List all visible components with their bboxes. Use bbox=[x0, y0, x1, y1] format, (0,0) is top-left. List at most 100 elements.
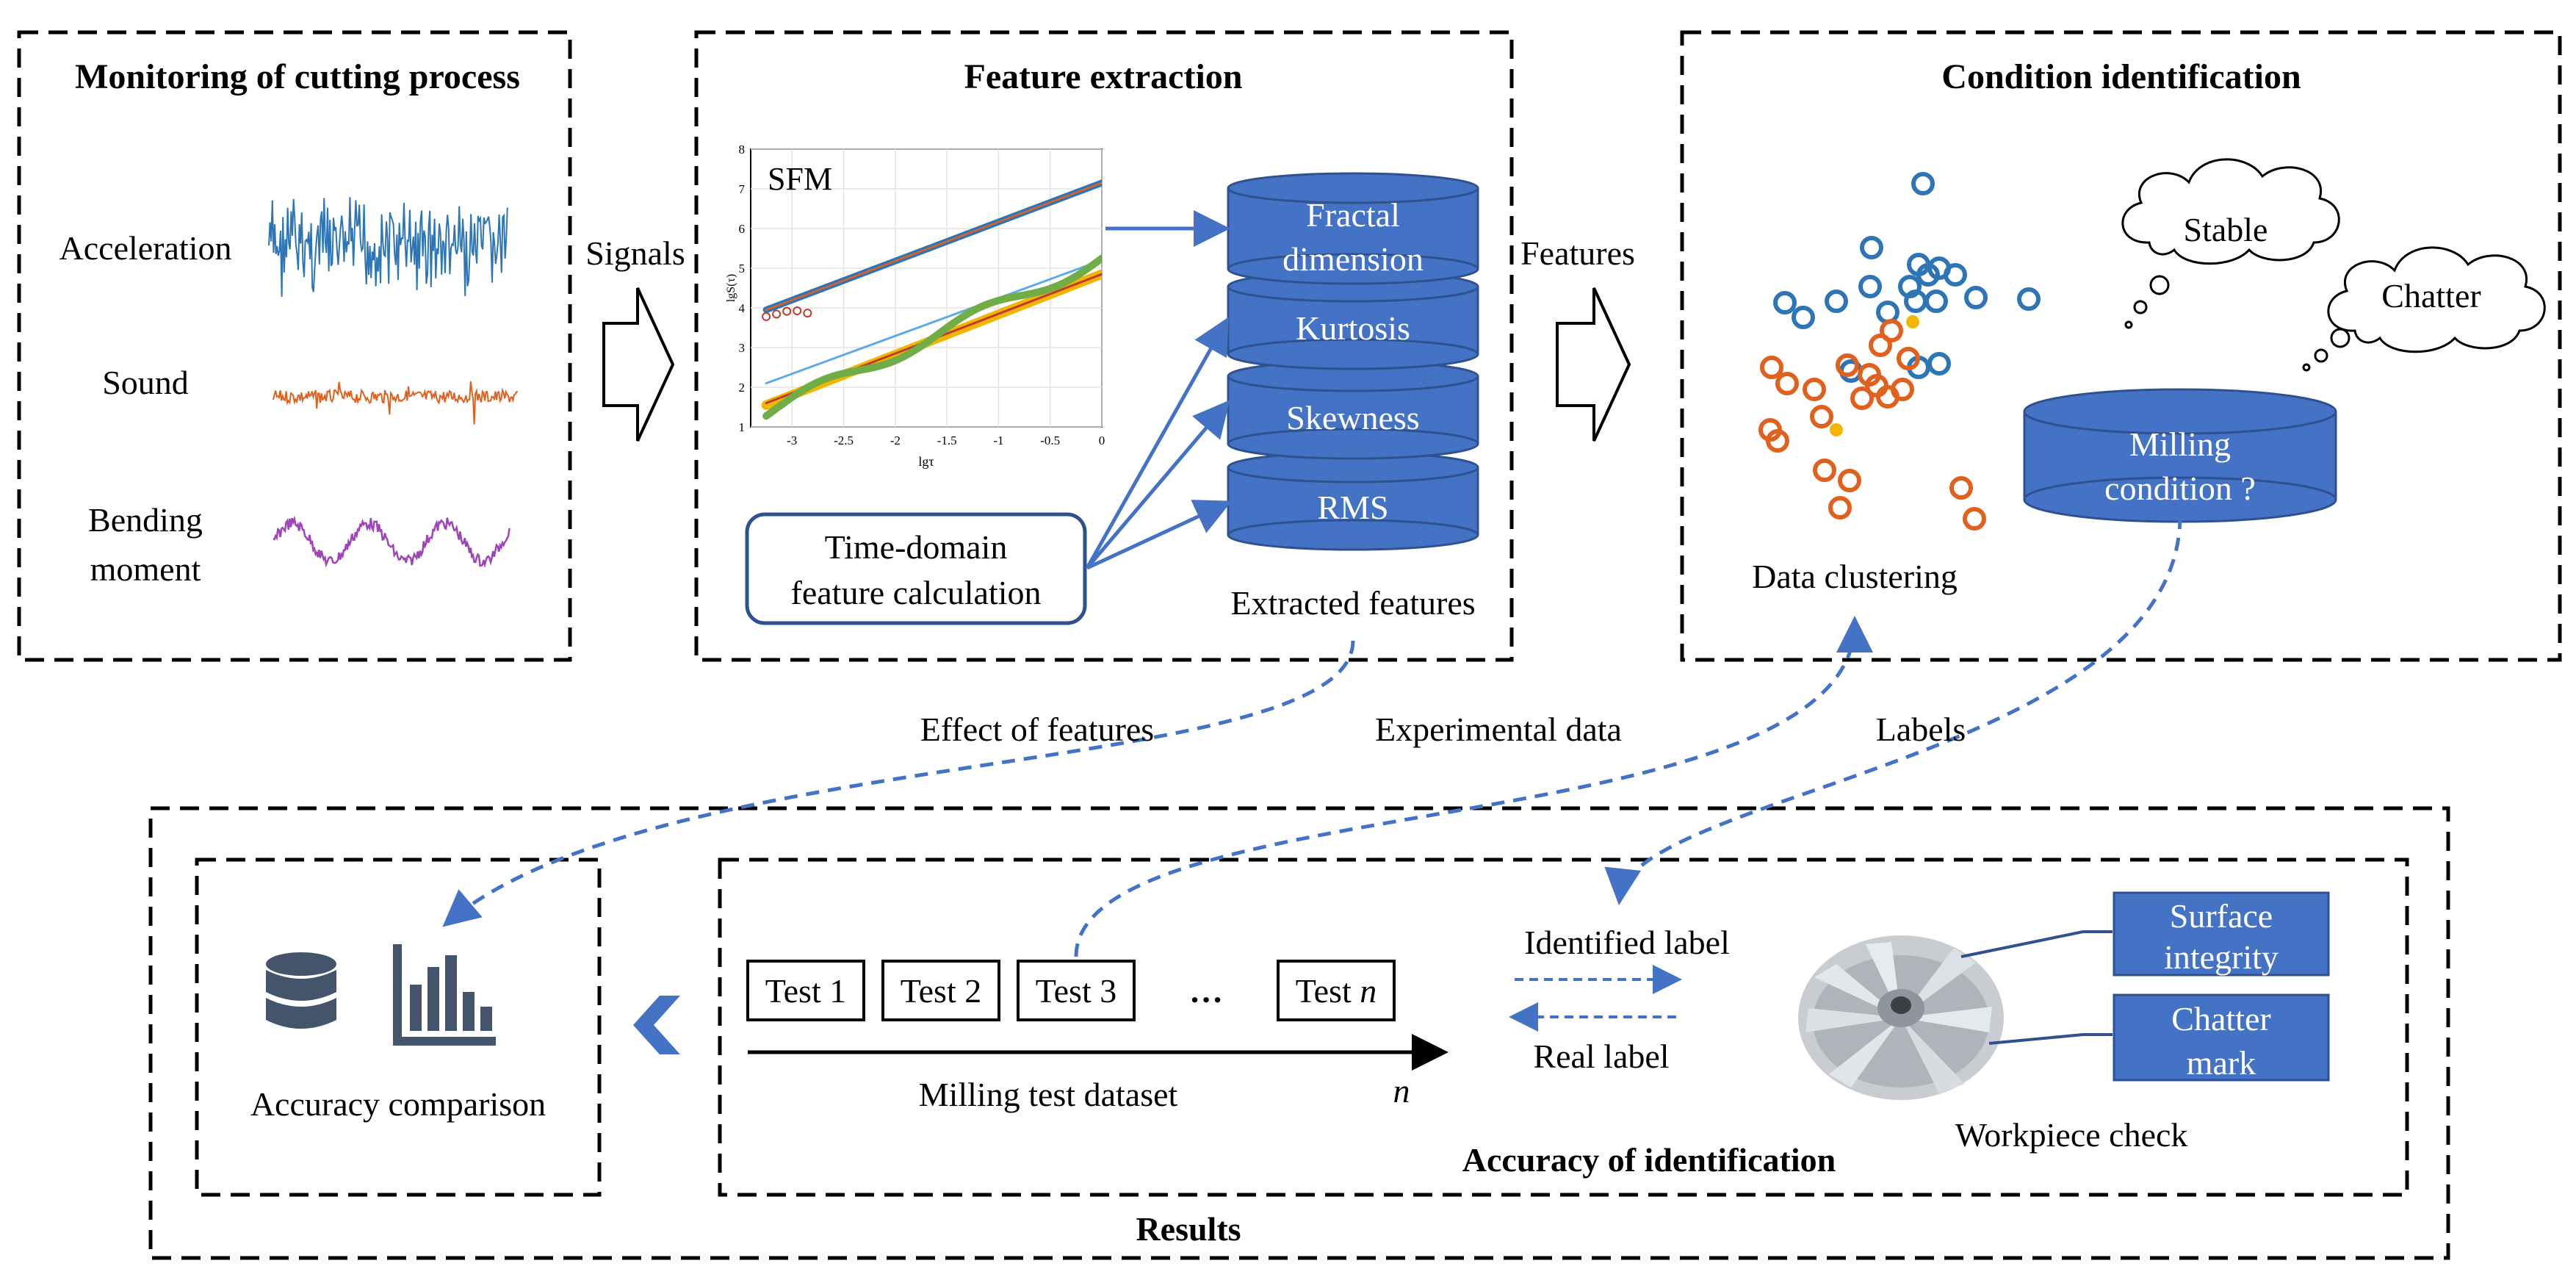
db-segment-fractal bbox=[1227, 172, 1479, 285]
cluster-point-stable bbox=[2017, 287, 2041, 311]
signals-label: Signals bbox=[585, 234, 685, 272]
chatter-mark-box: Chatter mark bbox=[2113, 993, 2330, 1082]
panel-monitoring-border bbox=[17, 30, 572, 662]
signal-label-sound: Sound bbox=[102, 364, 189, 401]
time-domain-line1: Time-domain bbox=[825, 528, 1008, 566]
features-arrow: Features bbox=[1520, 234, 1635, 442]
sfm-y-tick: 5 bbox=[739, 262, 746, 276]
test-2-label: Test 2 bbox=[901, 972, 982, 1010]
cluster-point-chatter bbox=[1838, 469, 1861, 492]
db-label-rms: RMS bbox=[1317, 489, 1388, 526]
cluster-point-chatter bbox=[1760, 356, 1783, 379]
cluster-point-stable bbox=[1927, 352, 1951, 375]
time-domain-line2: feature calculation bbox=[791, 574, 1042, 611]
sfm-grid bbox=[751, 148, 1103, 428]
effect-of-features-label: Effect of features bbox=[920, 711, 1154, 748]
feature-title: Feature extraction bbox=[964, 57, 1243, 96]
test-1-label: Test 1 bbox=[765, 972, 847, 1010]
cluster-point-chatter bbox=[1897, 347, 1920, 370]
cluster-point-chatter bbox=[1810, 405, 1833, 428]
db-label-dimension: dimension bbox=[1282, 240, 1424, 278]
panel-condition-border bbox=[1680, 30, 2562, 662]
cluster-point-stable bbox=[1911, 172, 1935, 195]
cluster-point-stable bbox=[1964, 286, 1988, 309]
database-icon bbox=[266, 952, 336, 1029]
dashed-connectors bbox=[442, 515, 2182, 957]
sfm-series bbox=[761, 179, 1102, 420]
sfm-marker bbox=[793, 306, 802, 316]
surface-leader-line bbox=[1960, 930, 2084, 958]
sfm-x-tick: -1 bbox=[993, 434, 1003, 447]
sfm-y-tick: 4 bbox=[739, 301, 746, 315]
test-box-n: Test n bbox=[1277, 960, 1396, 1021]
sfm-xlabel: lgτ bbox=[918, 454, 934, 469]
panel-monitoring: Monitoring of cutting process Accelerati… bbox=[17, 30, 572, 662]
sfm-x-tick: -2 bbox=[890, 434, 901, 447]
test-box-3: Test 3 bbox=[1017, 960, 1136, 1021]
labels-label: Labels bbox=[1876, 711, 1966, 748]
identified-label: Identified label bbox=[1524, 924, 1730, 961]
sfm-x-tick: -1.5 bbox=[937, 434, 957, 447]
sfm-y-tick: 8 bbox=[739, 143, 746, 157]
db-label-fractal: Fractal bbox=[1306, 196, 1400, 234]
chatter-mark-line1: Chatter bbox=[2171, 1000, 2270, 1038]
test-3-label: Test 3 bbox=[1036, 972, 1117, 1010]
sfm-x-tick: 0 bbox=[1099, 434, 1105, 447]
cluster-point-chatter bbox=[1869, 334, 1892, 357]
chatter-leader-line bbox=[1988, 1033, 2084, 1045]
surface-integrity-box: Surface integrity bbox=[2113, 891, 2330, 977]
cluster-point-chatter bbox=[1813, 459, 1836, 482]
dataset-axis-n: n bbox=[1393, 1072, 1410, 1110]
surface-line1: Surface bbox=[2170, 897, 2273, 935]
signals-arrow: Signals bbox=[585, 234, 685, 442]
cluster-point-chatter bbox=[1949, 476, 1973, 500]
stable-label: Stable bbox=[2184, 211, 2268, 248]
bar-chart-icon bbox=[393, 944, 496, 1046]
accuracy-identification-label: Accuracy of identification bbox=[1462, 1141, 1836, 1179]
sfm-marker bbox=[772, 309, 782, 319]
test-n-label: Test n bbox=[1296, 972, 1377, 1010]
chatter-cloud: Chatter bbox=[2302, 246, 2546, 372]
cluster-point-stable bbox=[1876, 301, 1899, 324]
sfm-x-tick: -3 bbox=[787, 434, 797, 447]
results-title: Results bbox=[1136, 1210, 1241, 1248]
test-ellipsis: … bbox=[1189, 972, 1223, 1010]
sfm-y-tick: 6 bbox=[739, 222, 746, 236]
test-box-2: Test 2 bbox=[881, 960, 1000, 1021]
cluster-point-chatter bbox=[1836, 353, 1859, 377]
clustering-scatter bbox=[1758, 172, 2259, 531]
features-label: Features bbox=[1520, 234, 1635, 272]
db-segment-rms bbox=[1227, 451, 1479, 551]
db-label-skewness: Skewness bbox=[1286, 399, 1419, 436]
cluster-point-chatter bbox=[1803, 378, 1826, 401]
sfm-series-green bbox=[762, 254, 1102, 420]
cluster-point-chatter bbox=[1828, 496, 1852, 519]
sfm-label: SFM bbox=[768, 161, 832, 197]
cluster-point-centroid bbox=[1906, 315, 1919, 328]
cluster-point-chatter bbox=[1775, 372, 1799, 395]
cluster-point-chatter bbox=[1766, 429, 1789, 453]
cluster-point-stable bbox=[1825, 290, 1848, 313]
chevron-left-icon bbox=[633, 996, 680, 1054]
cluster-point-stable bbox=[1924, 290, 1948, 313]
chatter-mark-line2: mark bbox=[2187, 1044, 2256, 1082]
sfm-fit-cyan bbox=[765, 259, 1102, 385]
chatter-cloud-label: Chatter bbox=[2381, 277, 2481, 314]
signals-hollow-arrow bbox=[602, 287, 675, 442]
cluster-point-stable bbox=[1916, 263, 1940, 287]
accuracy-comparison-label: Accuracy comparison bbox=[250, 1085, 546, 1123]
panel-feature-border bbox=[694, 30, 1514, 662]
cluster-point-chatter bbox=[1963, 507, 1986, 531]
td-to-kurtosis-arrow bbox=[1085, 317, 1229, 569]
surface-line2: integrity bbox=[2164, 938, 2279, 976]
sfm-marker bbox=[803, 309, 812, 318]
sound-waveform bbox=[273, 381, 518, 425]
features-hollow-arrow bbox=[1556, 287, 1631, 442]
panel-condition: Condition identification Data clustering… bbox=[1680, 30, 2562, 662]
signal-label-acceleration: Acceleration bbox=[59, 229, 232, 267]
